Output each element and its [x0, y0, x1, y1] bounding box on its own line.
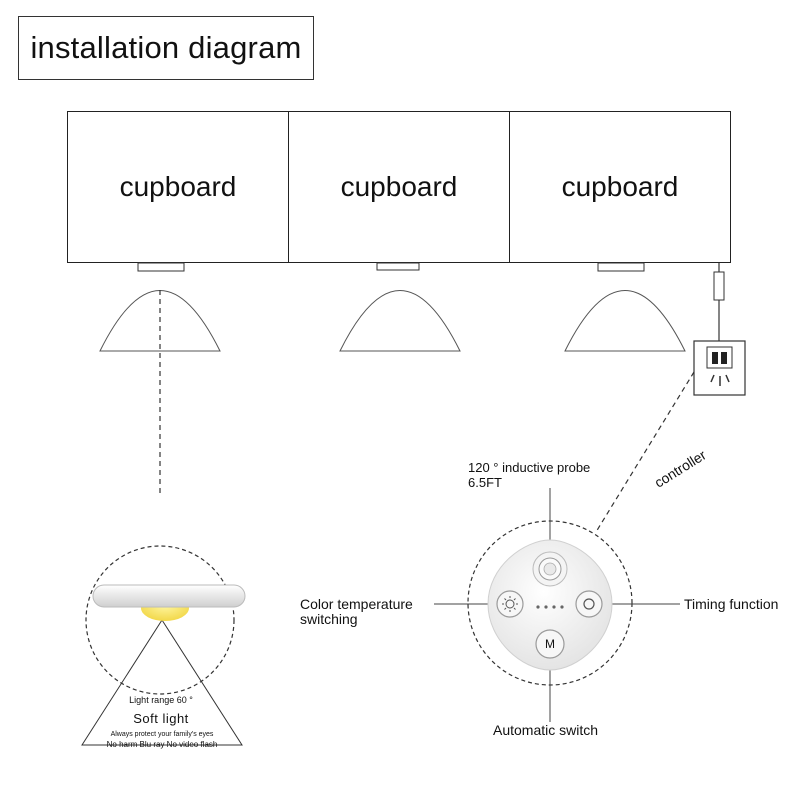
cupboard-3-label: cupboard: [561, 171, 679, 202]
controller-connector: [595, 371, 695, 533]
controller-body: [487, 539, 613, 671]
probe-label-line1: 120 ° inductive probe: [468, 460, 591, 475]
diagram-title: installation diagram: [30, 30, 302, 65]
mode-button-label: M: [545, 637, 555, 651]
mode-button[interactable]: [535, 629, 565, 659]
diagram-title-box: installation diagram: [18, 16, 314, 80]
light-fixture-2: [376, 262, 420, 271]
color-temp-label-line2: switching: [300, 611, 358, 627]
wall-socket: [693, 340, 746, 396]
light-fixture-1: [137, 262, 185, 272]
light-detail-circle: [85, 545, 235, 695]
cupboard-2: cupboard: [288, 111, 510, 263]
soft-light-text: Soft light: [133, 711, 189, 726]
indicator-dots: [536, 605, 564, 609]
motion-probe-icon: [532, 551, 568, 587]
protect-eyes-text: Always protect your family's eyes: [110, 731, 214, 738]
timing-button[interactable]: [575, 590, 603, 618]
light-beam-2: [339, 290, 461, 352]
light-beam-1: [99, 290, 221, 352]
light-beam-3: [564, 290, 686, 352]
light-disc: [92, 584, 246, 608]
color-temp-label-line1: Color temperature: [300, 596, 413, 612]
cupboard-1-label: cupboard: [119, 171, 237, 202]
light-range-cone: [81, 619, 243, 746]
inline-plug: [713, 271, 725, 301]
light-range-text: Light range 60 °: [129, 695, 193, 705]
no-harm-text: No harm Blu ray No video flash: [106, 740, 218, 749]
color-temperature-button[interactable]: [496, 590, 524, 618]
timing-label: Timing function: [684, 596, 779, 612]
light-fixture-3: [597, 262, 645, 272]
probe-label-line2: 6.5FT: [468, 475, 502, 490]
cupboard-2-label: cupboard: [340, 171, 458, 202]
auto-switch-label: Automatic switch: [493, 722, 599, 738]
